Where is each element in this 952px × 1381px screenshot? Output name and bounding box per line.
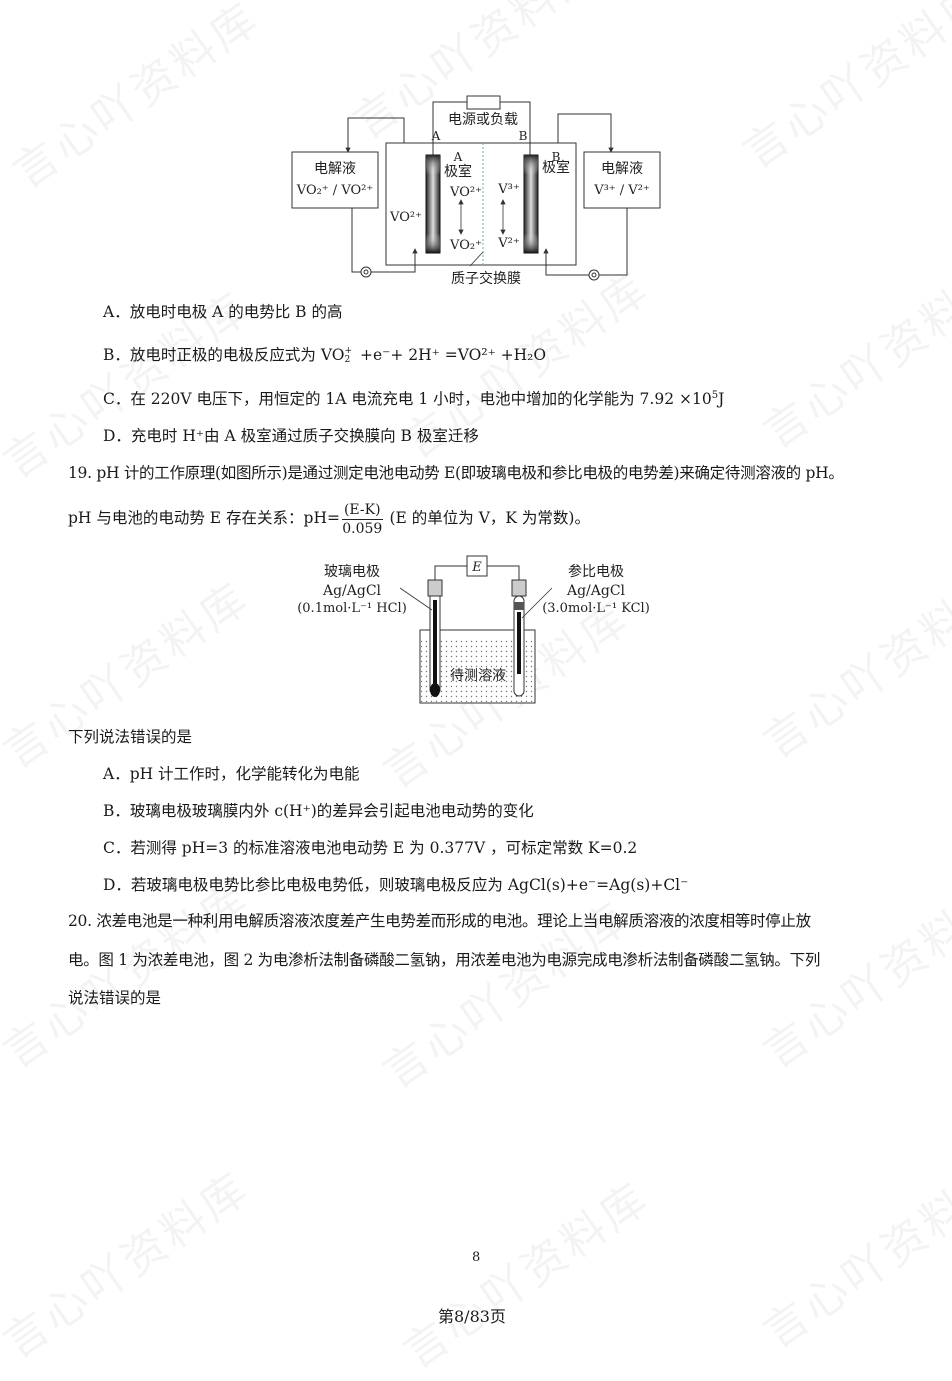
watermark: 言心吖资料库 (748, 863, 952, 1081)
svg-text:VO²⁺: VO²⁺ (389, 210, 422, 225)
svg-text:VO₂⁺: VO₂⁺ (449, 238, 482, 253)
q19-option-a: A．pH 计工作时，化学能转化为电能 (103, 765, 360, 783)
svg-text:V³⁺ / V²⁺: V³⁺ / V²⁺ (593, 183, 650, 198)
q18-option-d: D．充电时 H⁺由 A 极室通过质子交换膜向 B 极室迁移 (103, 427, 479, 445)
watermark: 言心吖资料库 (748, 553, 952, 771)
meter-e-label: E (471, 560, 482, 575)
ph-meter-diagram: E 待测溶液 玻璃电极 Ag/AgCl (0.1mol·L⁻¹ HCl) 参比电… (297, 555, 650, 704)
svg-text:B: B (552, 150, 561, 164)
svg-text:V³⁺: V³⁺ (497, 182, 519, 197)
svg-text:电解液: 电解液 (314, 161, 356, 177)
q20-stem-line1: 20. 浓差电池是一种利用电解质溶液浓度差产生电势差而形成的电池。理论上当电解质… (68, 912, 811, 930)
svg-text:(0.1mol·L⁻¹ HCl): (0.1mol·L⁻¹ HCl) (297, 601, 407, 616)
page-indicator: 第8/83页 (438, 1307, 506, 1326)
watermark: 言心吖资料库 (748, 1143, 952, 1361)
watermark: 言心吖资料库 (0, 0, 270, 201)
watermark: 言心吖资料库 (0, 863, 260, 1081)
q19-option-c: C．若测得 pH=3 的标准溶液电池电动势 E 为 0.377V ，可标定常数 … (103, 839, 638, 857)
svg-text:VO₂⁺ / VO²⁺: VO₂⁺ / VO²⁺ (296, 183, 373, 198)
svg-text:Ag/AgCl: Ag/AgCl (566, 583, 626, 599)
svg-text:A: A (431, 129, 441, 143)
svg-text:V²⁺: V²⁺ (497, 236, 519, 251)
flow-battery-diagram: 电源或负载 A B 电解液 VO₂⁺ / VO²⁺ 电解液 V³⁺ / V²⁺ … (291, 95, 661, 287)
watermark: 言心吖资料库 (748, 243, 952, 461)
q19-option-d: D．若玻璃电极电势比参比电极电势低，则玻璃电极反应为 AgCl(s)+e⁻=Ag… (103, 876, 689, 894)
q20-stem-line3: 说法错误的是 (68, 989, 162, 1007)
svg-text:Ag/AgCl: Ag/AgCl (322, 583, 382, 599)
svg-text:A: A (453, 150, 463, 164)
q20-stem-line2: 电。图 1 为浓差电池，图 2 为电渗析法制备磷酸二氢钠，用浓差电池为电源完成电… (68, 951, 821, 969)
page-number: 8 (472, 1250, 481, 1265)
watermark: 言心吖资料库 (0, 1153, 260, 1371)
q18-option-a: A．放电时电极 A 的电势比 B 的高 (103, 303, 343, 321)
watermark: 言心吖资料库 (728, 0, 952, 181)
svg-text:玻璃电极: 玻璃电极 (324, 563, 380, 580)
q18-option-b: B．放电时正极的电极反应式为 VO+2+e⁻+ 2H⁺ =VO²⁺ +H₂O (103, 346, 547, 365)
svg-text:VO²⁺: VO²⁺ (449, 185, 482, 200)
ph-formula: (E-K)0.059 (341, 501, 383, 537)
svg-text:电解液: 电解液 (601, 161, 643, 177)
svg-text:极室: 极室 (542, 159, 570, 176)
solution-label: 待测溶液 (450, 668, 506, 684)
svg-text:(3.0mol·L⁻¹ KCl): (3.0mol·L⁻¹ KCl) (542, 601, 650, 616)
watermark: 言心吖资料库 (388, 1163, 661, 1381)
membrane-label: 质子交换膜 (451, 270, 521, 287)
q19-stem-line1: 19. pH 计的工作原理(如图所示)是通过测定电池电动势 E(即玻璃电极和参比… (68, 464, 844, 482)
svg-text:B: B (519, 129, 528, 143)
svg-text:参比电极: 参比电极 (568, 563, 624, 580)
svg-text:极室: 极室 (444, 163, 472, 180)
q19-question: 下列说法错误的是 (68, 728, 193, 746)
q19-stem-line2: pH 与电池的电动势 E 存在关系：pH=(E-K)0.059 (E 的单位为 … (68, 501, 590, 537)
q19-option-b: B．玻璃电极玻璃膜内外 c(H⁺)的差异会引起电池电动势的变化 (103, 802, 534, 820)
q18-option-c: C．在 220V 电压下，用恒定的 1A 电流充电 1 小时，电池中增加的化学能… (103, 389, 725, 408)
load-label: 电源或负载 (448, 112, 518, 128)
watermark: 言心吖资料库 (0, 563, 260, 781)
